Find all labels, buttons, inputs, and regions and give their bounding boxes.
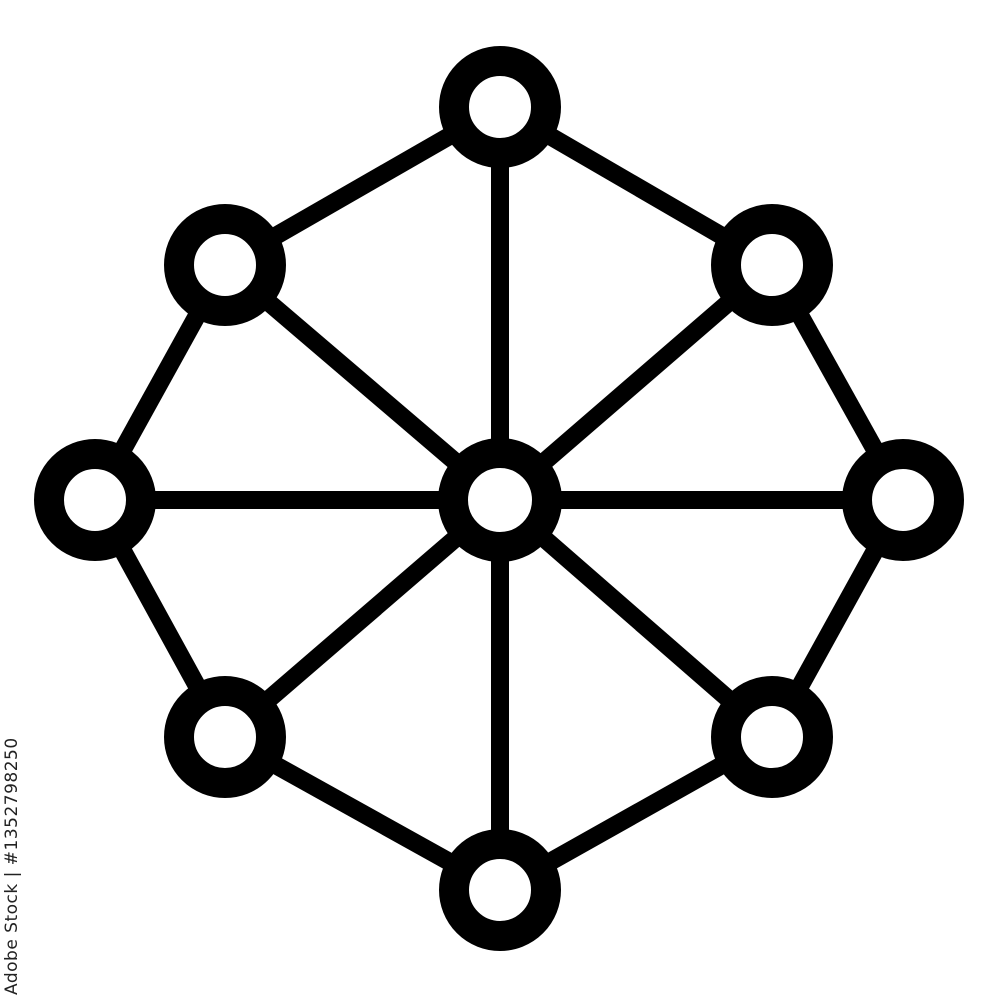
node-bottom xyxy=(439,829,561,951)
node-top-left xyxy=(164,204,286,326)
node-left xyxy=(34,439,156,561)
stock-id-label: Adobe Stock | #1352798250 xyxy=(2,737,22,995)
node-right xyxy=(842,439,964,561)
hub-node xyxy=(438,438,562,562)
node-bottom-right xyxy=(711,676,833,798)
node-top xyxy=(439,46,561,168)
node-top-right xyxy=(711,204,833,326)
node-bottom-left xyxy=(164,676,286,798)
